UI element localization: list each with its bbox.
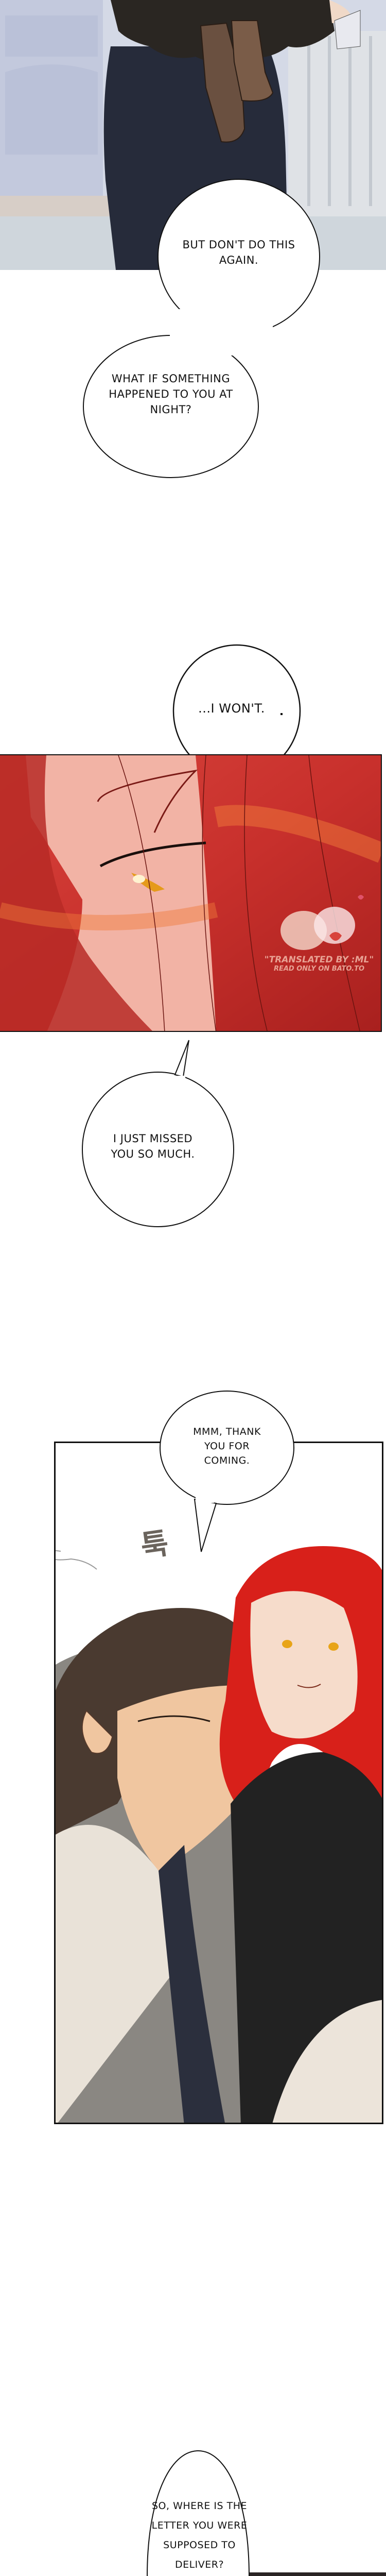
panel-closeup-eye: "TRANSLATED BY :ML" READ ONLY ON BATO.TO <box>0 754 382 1032</box>
bubble-line: NIGHT? <box>150 403 192 416</box>
watermark-line2: READ ONLY ON BATO.TO <box>273 965 365 973</box>
bubble-line: AGAIN. <box>219 254 259 266</box>
panel-embrace: 툭 <box>54 1442 383 2124</box>
bubble-line: BUT DON'T DO THIS <box>182 239 295 251</box>
watermark: "TRANSLATED BY :ML" READ ONLY ON BATO.TO <box>257 955 381 974</box>
speech-bubble-2: WHAT IF SOMETHING HAPPENED TO YOU AT NIG… <box>94 371 248 417</box>
speech-bubble-6: SO, WHERE IS THE LETTER YOU WERE SUPPOSE… <box>149 2496 250 2574</box>
bubble-line: COMING. <box>204 1455 250 1466</box>
bubble-line: DELIVER? <box>174 2559 224 2570</box>
bubble-line: LETTER YOU WERE <box>151 2520 248 2531</box>
speech-bubble-4: I JUST MISSED YOU SO MUCH. <box>91 1131 215 1162</box>
speech-bubble-5: MMM, THANK YOU FOR COMING. <box>170 1425 284 1468</box>
bubble-line: I JUST MISSED <box>113 1132 193 1145</box>
watermark-line1: "TRANSLATED BY :ML" <box>264 955 374 965</box>
panel-hallway <box>0 0 386 270</box>
sfx-tuk: 툭 <box>138 1525 171 1564</box>
bubble-line: WHAT IF SOMETHING <box>111 372 231 385</box>
stray-dot <box>280 713 283 715</box>
bubble-line: YOU FOR <box>204 1440 250 1452</box>
bubble-line: HAPPENED TO YOU AT <box>109 388 233 400</box>
bubble-line: ...I WON'T. <box>198 701 265 716</box>
motion-swoosh <box>56 1550 97 1570</box>
bubble-line: MMM, THANK <box>193 1426 261 1437</box>
speech-bubble-1: BUT DON'T DO THIS AGAIN. <box>162 237 316 268</box>
panel-next <box>238 2572 386 2576</box>
bubble-line: SUPPOSED TO <box>163 2539 236 2551</box>
bubble-line: SO, WHERE IS THE <box>151 2500 248 2512</box>
speech-bubble-3: ...I WON'T. <box>185 701 278 716</box>
bubble-line: YOU SO MUCH. <box>111 1148 195 1160</box>
watermark-cat-icon <box>280 895 364 950</box>
